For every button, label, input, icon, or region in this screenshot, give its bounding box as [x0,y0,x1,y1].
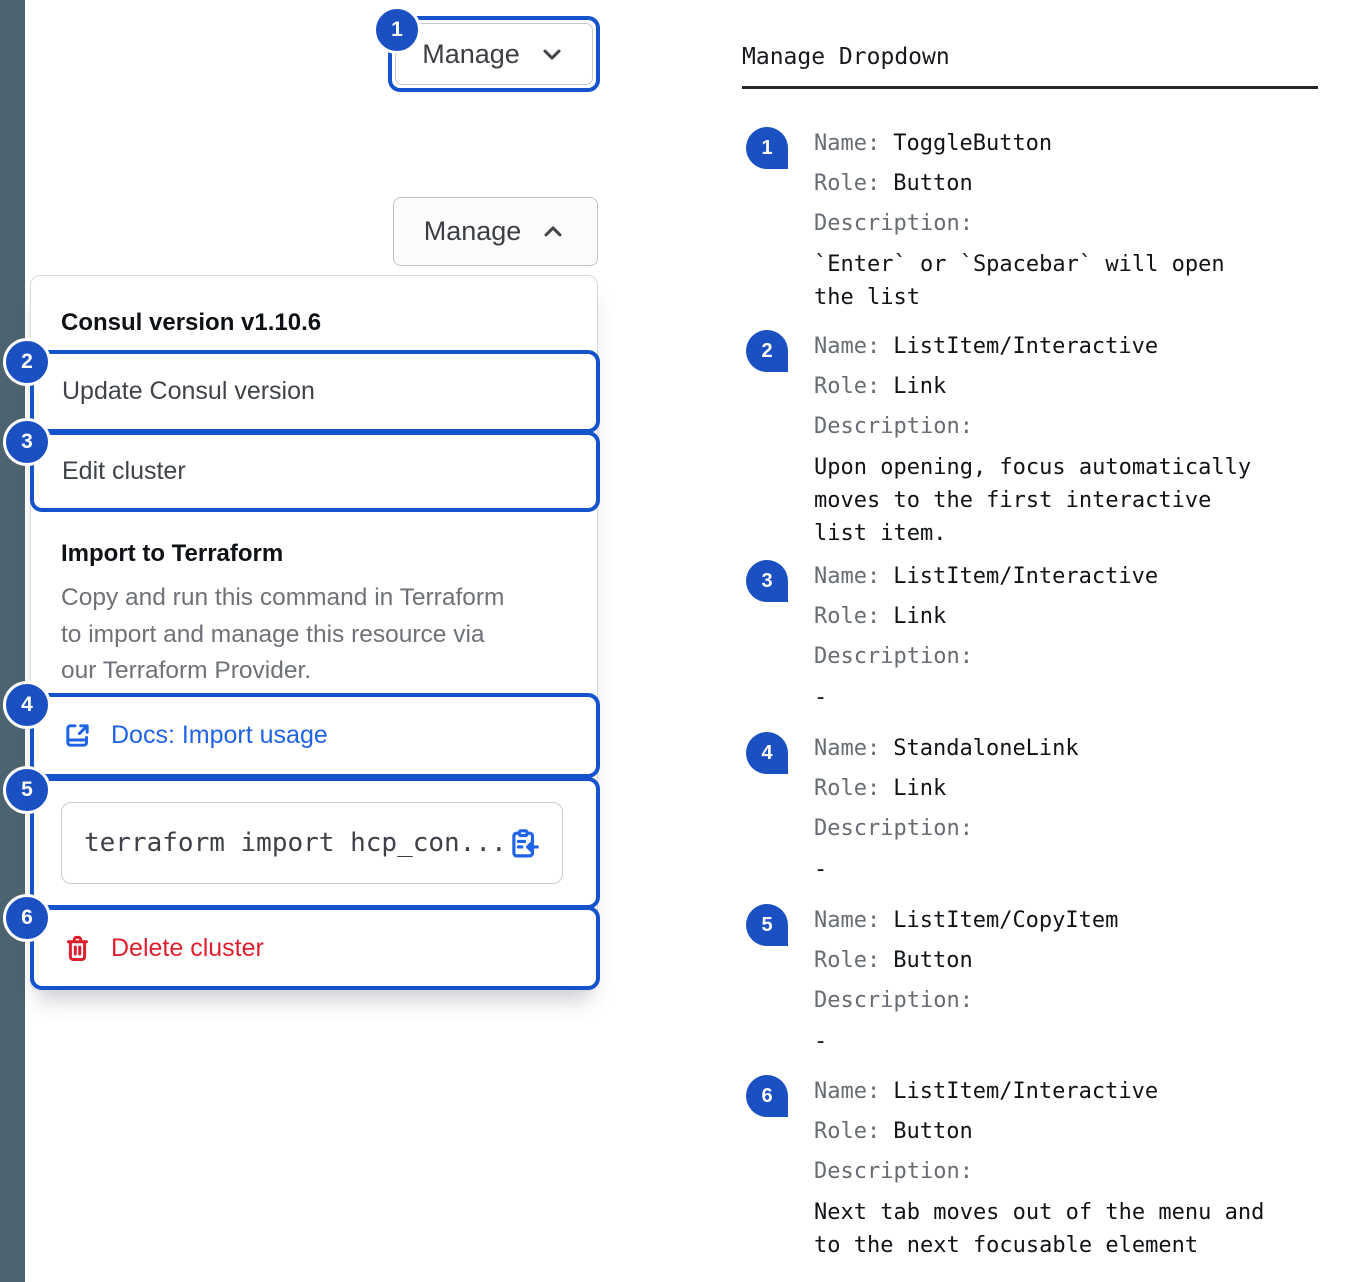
legend-badge-1: 1 [746,127,788,169]
legend-item-5: 5 Name:ListItem/CopyItem Role:Button Des… [746,901,1326,1058]
legend-badge-6: 6 [746,1075,788,1117]
legend-role-5: Button [893,948,973,973]
delete-cluster-label: Delete cluster [111,933,264,962]
annotation-badge-6: 6 [3,894,51,942]
import-terraform-heading: Import to Terraform [61,540,284,567]
legend-role-6: Button [893,1119,973,1144]
manage-toggle-open-label: Manage [423,216,522,246]
external-docs-icon [62,720,93,751]
legend-badge-2: 2 [746,330,788,372]
docs-import-usage-label: Docs: Import usage [111,721,328,749]
legend-name-4: StandaloneLink [893,736,1079,761]
legend-name-6: ListItem/Interactive [893,1079,1159,1104]
clipboard-copy-icon[interactable] [507,827,540,860]
terraform-import-code-text: terraform import hcp_con... [84,828,507,858]
manage-toggle-focus-ring: Manage [388,16,600,92]
manage-toggle-button[interactable]: Manage [395,23,593,85]
chevron-down-icon [538,40,566,68]
manage-toggle-button-open[interactable]: Manage [393,197,598,266]
legend-title: Manage Dropdown [742,44,950,70]
legend-name-2: ListItem/Interactive [893,334,1159,359]
legend-role-2: Link [893,374,947,399]
legend-description-6: Next tab moves out of the menu and to th… [814,1200,1265,1258]
trash-icon [62,933,93,964]
legend-role-3: Link [893,604,947,629]
legend-name-3: ListItem/Interactive [893,564,1159,589]
annotation-box-5: terraform import hcp_con... [30,777,600,909]
legend-item-6: 6 Name:ListItem/Interactive Role:Button … [746,1072,1326,1262]
annotation-badge-3: 3 [3,418,51,466]
legend-name-5: ListItem/CopyItem [893,908,1119,933]
legend-item-3: 3 Name:ListItem/Interactive Role:Link De… [746,557,1326,714]
chevron-up-icon [539,218,567,246]
legend-name-1: ToggleButton [893,131,1053,156]
manage-toggle-label: Manage [422,38,520,69]
annotation-box-3: Edit cluster [30,431,600,512]
legend-divider [742,86,1318,89]
legend-description-2: Upon opening, focus automatically moves … [814,455,1252,546]
consul-version-label: Consul version v1.10.6 [61,309,322,336]
legend-item-1: 1 Name:ToggleButton Role:Button Descript… [746,124,1326,314]
legend-description-1: `Enter` or `Spacebar` will open the list [814,252,1225,310]
annotation-box-2: Update Consul version [30,350,600,433]
legend-description-5: - [814,1029,828,1054]
legend-role-4: Link [893,776,947,801]
annotation-badge-1: 1 [373,6,421,54]
docs-import-usage-link[interactable]: Docs: Import usage [34,720,328,751]
legend-role-1: Button [893,171,973,196]
legend-badge-3: 3 [746,560,788,602]
annotation-badge-5: 5 [3,766,51,814]
annotation-box-6: Delete cluster [30,906,600,990]
import-terraform-description: Copy and run this command in Terraform t… [61,584,505,684]
menu-item-edit-cluster[interactable]: Edit cluster [62,457,186,485]
annotation-badge-4: 4 [3,681,51,729]
legend-badge-4: 4 [746,732,788,774]
background-sidebar-strip [0,0,25,1282]
legend-description-3: - [814,685,828,710]
terraform-import-code-field[interactable]: terraform import hcp_con... [61,802,563,884]
annotation-box-4: Docs: Import usage [30,693,600,778]
annotation-badge-2: 2 [3,338,51,386]
legend-badge-5: 5 [746,904,788,946]
legend-description-4: - [814,857,828,882]
menu-item-delete-cluster[interactable]: Delete cluster [34,933,264,964]
menu-item-update-consul-version[interactable]: Update Consul version [62,377,315,405]
legend-item-4: 4 Name:StandaloneLink Role:Link Descript… [746,729,1326,886]
legend-item-2: 2 Name:ListItem/Interactive Role:Link De… [746,327,1326,550]
